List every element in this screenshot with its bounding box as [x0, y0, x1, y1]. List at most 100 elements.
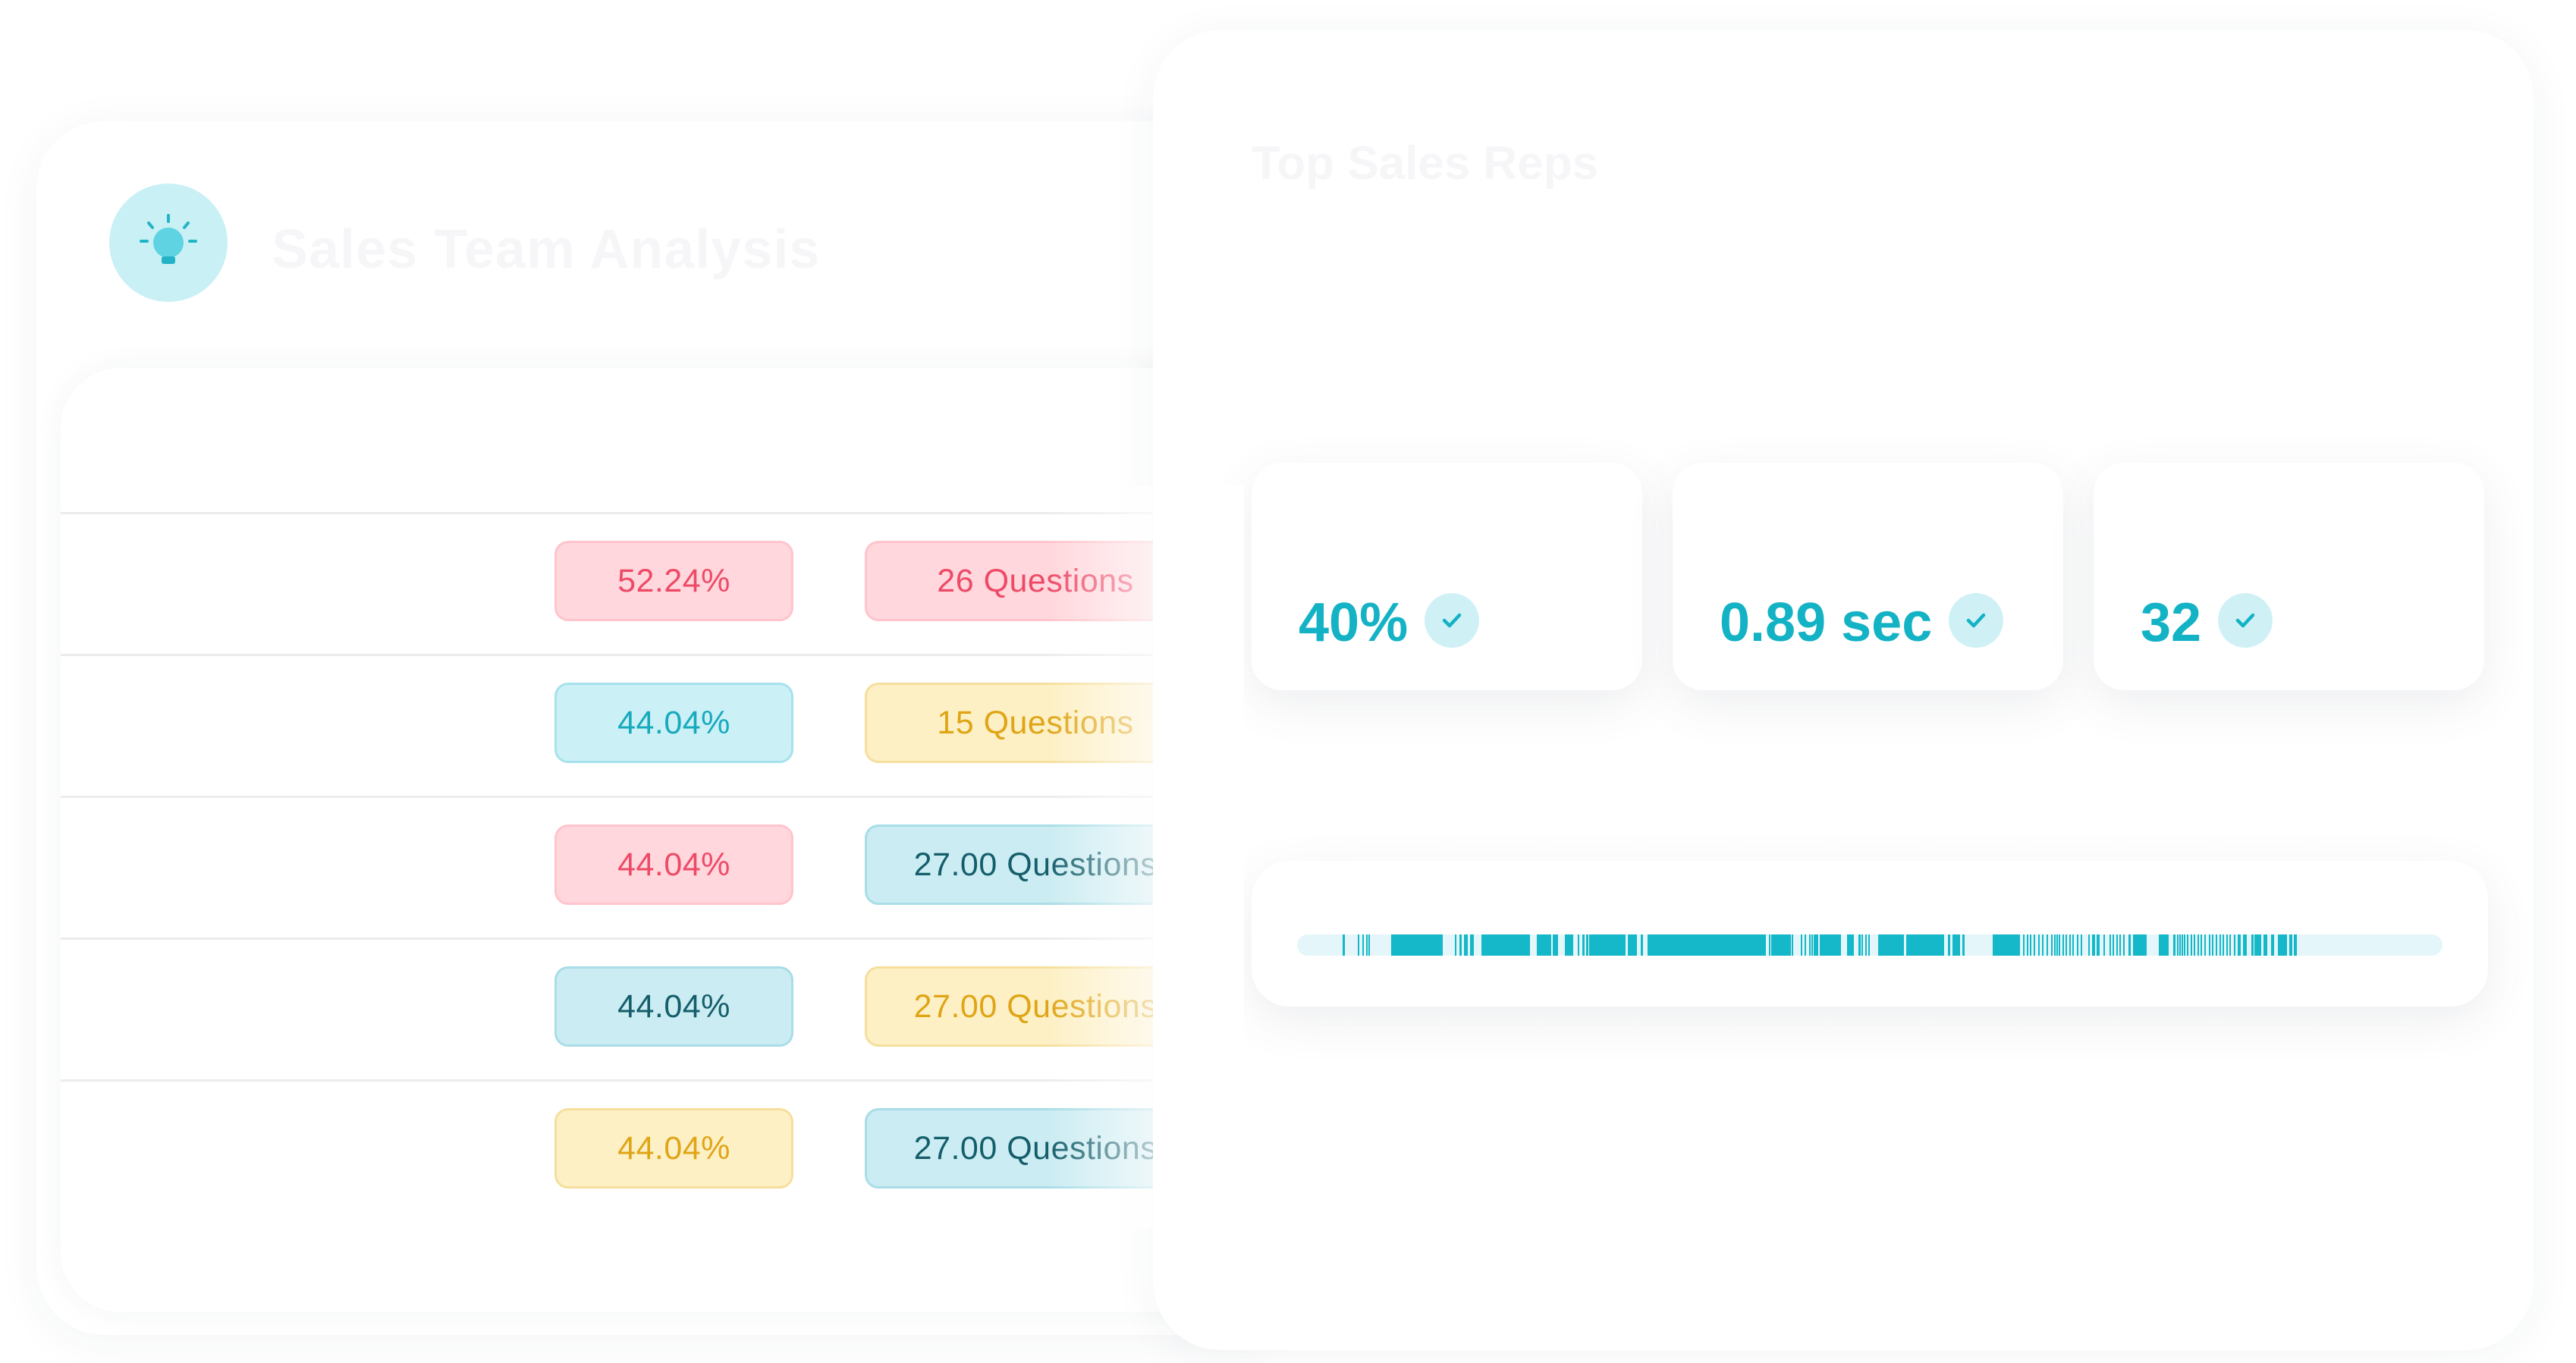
timeline-segment	[1582, 934, 1585, 956]
timeline-segment	[1362, 934, 1365, 956]
timeline-segment	[2223, 934, 2225, 956]
timeline-segment	[2226, 934, 2228, 956]
timeline-segment	[2204, 934, 2206, 956]
timeline-segment	[2190, 934, 2192, 956]
timeline-segment	[2054, 934, 2056, 956]
analysis-table: 52.24% 26 Questions 44.04% 15 Questions …	[61, 368, 1244, 1312]
timeline-segment	[1814, 934, 1819, 956]
table-header	[61, 368, 1244, 514]
timeline-segment	[2179, 934, 2181, 956]
stat-value: 40%	[1299, 592, 1480, 654]
stat-card: 0.89 sec	[1673, 463, 2063, 690]
timeline-segment	[1390, 934, 1443, 956]
check-icon	[2218, 592, 2273, 648]
timeline-segment	[2059, 934, 2061, 956]
timeline-segment	[2158, 934, 2169, 956]
timeline-segment	[2173, 934, 2176, 956]
timeline-segment	[2183, 934, 2185, 956]
stat-value: 0.89 sec	[1720, 592, 2004, 654]
timeline-segment	[1877, 934, 1905, 956]
timeline-segment	[2069, 934, 2071, 956]
card-title: Sales Team Analysis	[272, 219, 821, 280]
card-title: Top Sales Reps	[1252, 137, 1599, 190]
timeline-segment	[1952, 934, 1961, 956]
timeline-segment	[2229, 934, 2232, 956]
percent-badge: 44.04%	[554, 824, 793, 905]
stat-card: 40%	[1252, 463, 1642, 690]
stat-value-text: 32	[2141, 592, 2202, 653]
timeline-segment	[2091, 934, 2096, 956]
timeline-segment	[1464, 934, 1468, 956]
timeline-segment	[2251, 934, 2254, 956]
percent-badge: 44.04%	[554, 966, 793, 1047]
stat-value: 32	[2141, 592, 2273, 654]
timeline-segment	[2026, 934, 2028, 956]
timeline-segment	[1792, 934, 1794, 956]
timeline-segment	[2046, 934, 2048, 956]
timeline-segment	[1648, 934, 1766, 956]
percent-badge: 52.24%	[554, 541, 793, 621]
timeline-segment	[1641, 934, 1644, 956]
timeline-segment	[2181, 934, 2183, 956]
timeline-segment	[2128, 934, 2131, 956]
timeline-segment	[2072, 934, 2075, 956]
timeline-segment	[2033, 934, 2035, 956]
stat-value-text: 0.89 sec	[1720, 592, 1933, 653]
timeline-segment	[1861, 934, 1864, 956]
timeline-segment	[2062, 934, 2064, 956]
timeline-segment	[2263, 934, 2267, 956]
timeline-segment	[1769, 934, 1771, 956]
timeline-segment	[2103, 934, 2106, 956]
table-row[interactable]: 44.04% 15 Questions	[61, 654, 1244, 798]
timeline-segment	[2212, 934, 2214, 956]
top-sales-reps-card: Top Sales Reps 40% 0.89 sec 32	[1153, 30, 2534, 1350]
activity-timeline-card	[1252, 861, 2488, 1007]
timeline-segment	[2077, 934, 2079, 956]
timeline-segment	[1947, 934, 1950, 956]
stat-value-text: 40%	[1299, 592, 1409, 653]
timeline-segment	[2030, 934, 2032, 956]
timeline-segment	[2234, 934, 2236, 956]
timeline-segment	[1962, 934, 1965, 956]
timeline-segment	[1585, 934, 1588, 956]
table-row[interactable]: 52.24% 26 Questions	[61, 512, 1244, 656]
sales-team-analysis-card: Sales Team Analysis 52.24% 26 Questions …	[36, 121, 1296, 1335]
check-icon	[1425, 592, 1480, 648]
timeline-segment	[2122, 934, 2125, 956]
timeline-segment	[2289, 934, 2293, 956]
stat-card: 32	[2094, 463, 2484, 690]
timeline-segment	[2219, 934, 2221, 956]
timeline-segment	[1481, 934, 1530, 956]
timeline-segment	[2201, 934, 2203, 956]
timeline-segment	[1992, 934, 2020, 956]
timeline-segment	[2109, 934, 2111, 956]
timeline-segment	[1552, 934, 1559, 956]
activity-timeline[interactable]	[1297, 934, 2442, 956]
percent-badge: 44.04%	[554, 1108, 793, 1189]
timeline-segment	[2050, 934, 2053, 956]
table-row[interactable]: 44.04% 27.00 Questions	[61, 796, 1244, 940]
timeline-segment	[1589, 934, 1626, 956]
check-icon	[1949, 592, 2004, 648]
timeline-segment	[2133, 934, 2147, 956]
table-row[interactable]: 44.04% 27.00 Questions	[61, 1079, 1244, 1221]
timeline-segment	[1368, 934, 1370, 956]
timeline-segment	[2254, 934, 2262, 956]
timeline-segment	[2194, 934, 2196, 956]
timeline-segment	[2243, 934, 2247, 956]
lightbulb-icon	[109, 184, 228, 302]
percent-badge: 44.04%	[554, 683, 793, 763]
timeline-segment	[1864, 934, 1867, 956]
table-row[interactable]: 44.04% 27.00 Questions	[61, 937, 1244, 1082]
timeline-segment	[2088, 934, 2091, 956]
timeline-segment	[1868, 934, 1871, 956]
timeline-segment	[1365, 934, 1368, 956]
timeline-segment	[2113, 934, 2115, 956]
timeline-segment	[2216, 934, 2218, 956]
timeline-segment	[1808, 934, 1811, 956]
timeline-segment	[2237, 934, 2241, 956]
timeline-segment	[2187, 934, 2189, 956]
timeline-segment	[1577, 934, 1579, 956]
timeline-segment	[2176, 934, 2179, 956]
timeline-segment	[1906, 934, 1945, 956]
